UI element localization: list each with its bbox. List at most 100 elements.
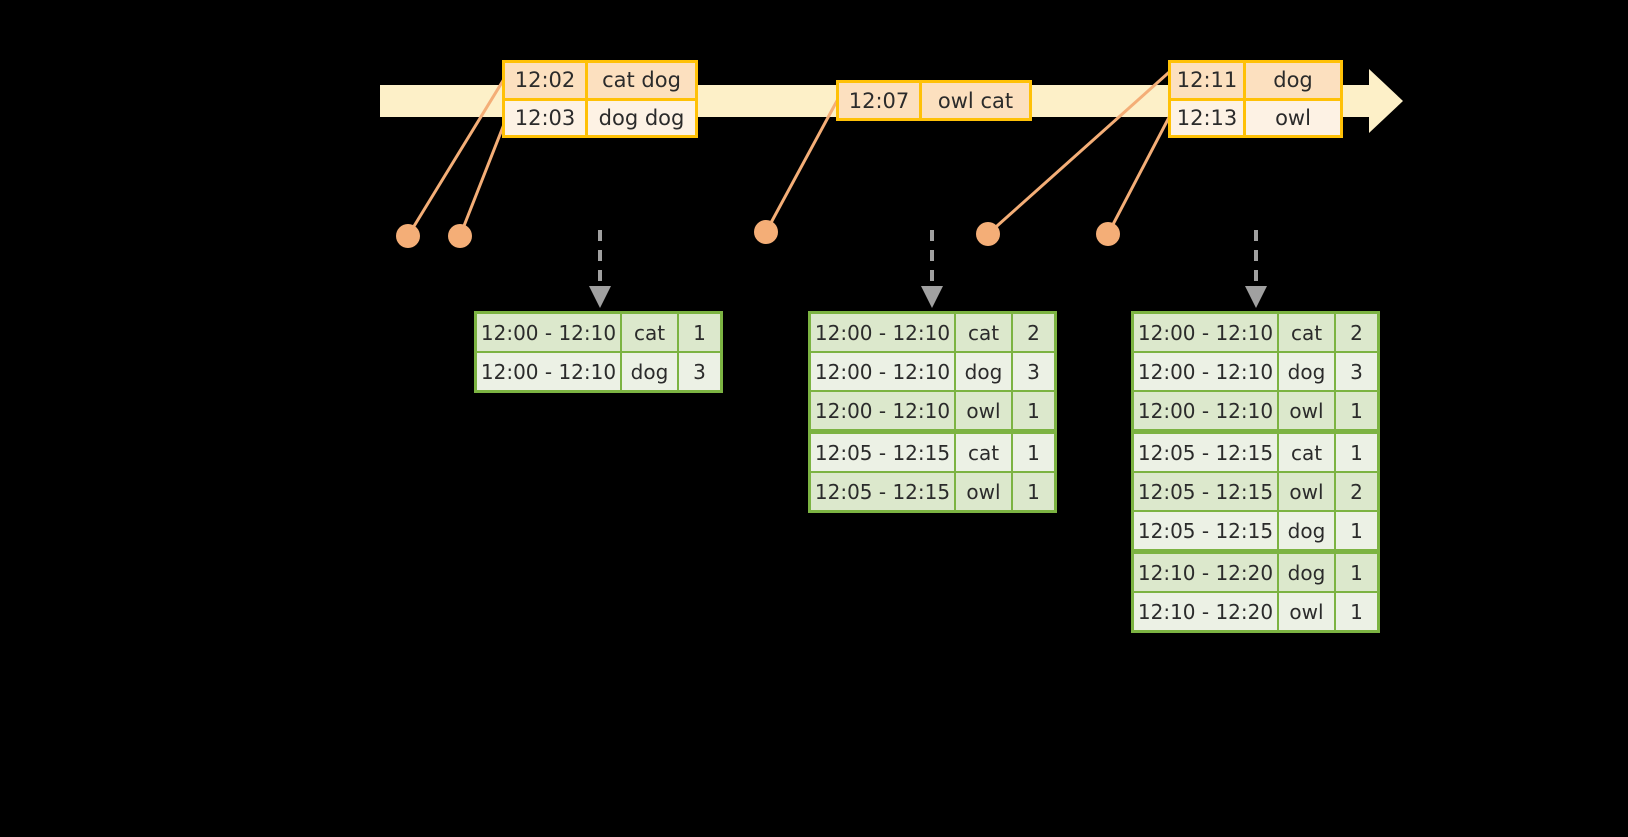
window-cell: 12:00 - 12:10: [1134, 392, 1279, 429]
key-cell: dog: [1279, 353, 1336, 390]
event-dot-3: [754, 220, 778, 244]
flow-arrow-3: [1245, 230, 1267, 308]
count-cell: 1: [693, 320, 706, 345]
count-cell: 3: [1350, 359, 1363, 384]
event-value-cell: dog: [1246, 63, 1340, 98]
timeline-arrowhead: [1369, 69, 1403, 133]
event-time: 12:03: [514, 105, 576, 130]
count-cell: 1: [1027, 479, 1040, 504]
flow-arrow-1: [589, 230, 611, 308]
event-value-cell: owl: [1246, 101, 1340, 136]
event-time: 12:13: [1176, 105, 1238, 130]
window-cell: 12:00 - 12:10: [477, 353, 622, 390]
window-cell: 12:10 - 12:20: [1134, 593, 1279, 630]
key-cell: cat: [956, 434, 1013, 471]
event-dot-1: [396, 224, 420, 248]
count-cell: 3: [693, 359, 706, 384]
count-cell: 1: [1350, 599, 1363, 624]
key-cell: owl: [1279, 473, 1336, 510]
event-value: owl cat: [937, 88, 1014, 113]
event-value-cell: owl cat: [922, 83, 1029, 118]
event-time: 12:02: [514, 68, 576, 93]
count-cell: 2: [1027, 320, 1040, 345]
event-time: 12:11: [1176, 68, 1238, 93]
window-cell: 12:05 - 12:15: [1134, 434, 1279, 471]
key-cell: owl: [1279, 392, 1336, 429]
event-time-cell: 12:07: [839, 83, 922, 118]
event-box-3: 12:11 dog 12:13 owl: [1168, 60, 1343, 138]
count-cell: 1: [1350, 398, 1363, 423]
window-cell: 12:10 - 12:20: [1134, 554, 1279, 591]
event-time-cell: 12:03: [505, 100, 588, 135]
event-time: 12:07: [848, 88, 910, 113]
event-value: owl: [1275, 105, 1311, 130]
key-cell: owl: [956, 473, 1013, 510]
event-value: dog: [1273, 68, 1313, 93]
key-cell: dog: [1279, 554, 1336, 591]
event-dot-5: [1096, 222, 1120, 246]
count-cell: 1: [1350, 518, 1363, 543]
window-cell: 12:00 - 12:10: [811, 314, 956, 351]
key-cell: dog: [956, 353, 1013, 390]
window-cell: 12:00 - 12:10: [1134, 353, 1279, 390]
count-cell: 1: [1350, 440, 1363, 465]
window-cell: 12:05 - 12:15: [1134, 473, 1279, 510]
window-cell: 12:05 - 12:15: [811, 434, 956, 471]
window-cell: 12:00 - 12:10: [477, 314, 622, 351]
event-value-cell: cat dog: [588, 63, 695, 98]
event-row: 12:02 cat dog: [505, 63, 695, 98]
window-cell: 12:05 - 12:15: [811, 473, 956, 510]
key-cell: dog: [1279, 512, 1336, 549]
count-cell: 1: [1027, 398, 1040, 423]
key-cell: cat: [1279, 434, 1336, 471]
window-cell: 12:00 - 12:10: [811, 392, 956, 429]
key-cell: cat: [622, 314, 679, 351]
count-cell: 3: [1027, 359, 1040, 384]
event-time-cell: 12:11: [1171, 63, 1246, 98]
count-cell: 1: [1350, 560, 1363, 585]
event-row: 12:07 owl cat: [839, 83, 1029, 118]
window-cell: 12:00 - 12:10: [1134, 314, 1279, 351]
key-cell: owl: [1279, 593, 1336, 630]
key-cell: cat: [1279, 314, 1336, 351]
count-cell: 1: [1027, 440, 1040, 465]
count-cell: 2: [1350, 479, 1363, 504]
event-row: 12:03 dog dog: [505, 97, 695, 136]
event-row: 12:13 owl: [1171, 97, 1340, 136]
key-cell: cat: [956, 314, 1013, 351]
event-value: dog dog: [598, 105, 685, 130]
event-dot-4: [976, 222, 1000, 246]
event-dot-2: [448, 224, 472, 248]
key-cell: dog: [622, 353, 679, 390]
window-cell: 12:05 - 12:15: [1134, 512, 1279, 549]
event-box-1: 12:02 cat dog 12:03 dog dog: [502, 60, 698, 138]
event-time-cell: 12:13: [1171, 100, 1246, 135]
event-value-cell: dog dog: [588, 101, 695, 136]
key-cell: owl: [956, 392, 1013, 429]
event-time-cell: 12:02: [505, 63, 588, 98]
count-cell: 2: [1350, 320, 1363, 345]
